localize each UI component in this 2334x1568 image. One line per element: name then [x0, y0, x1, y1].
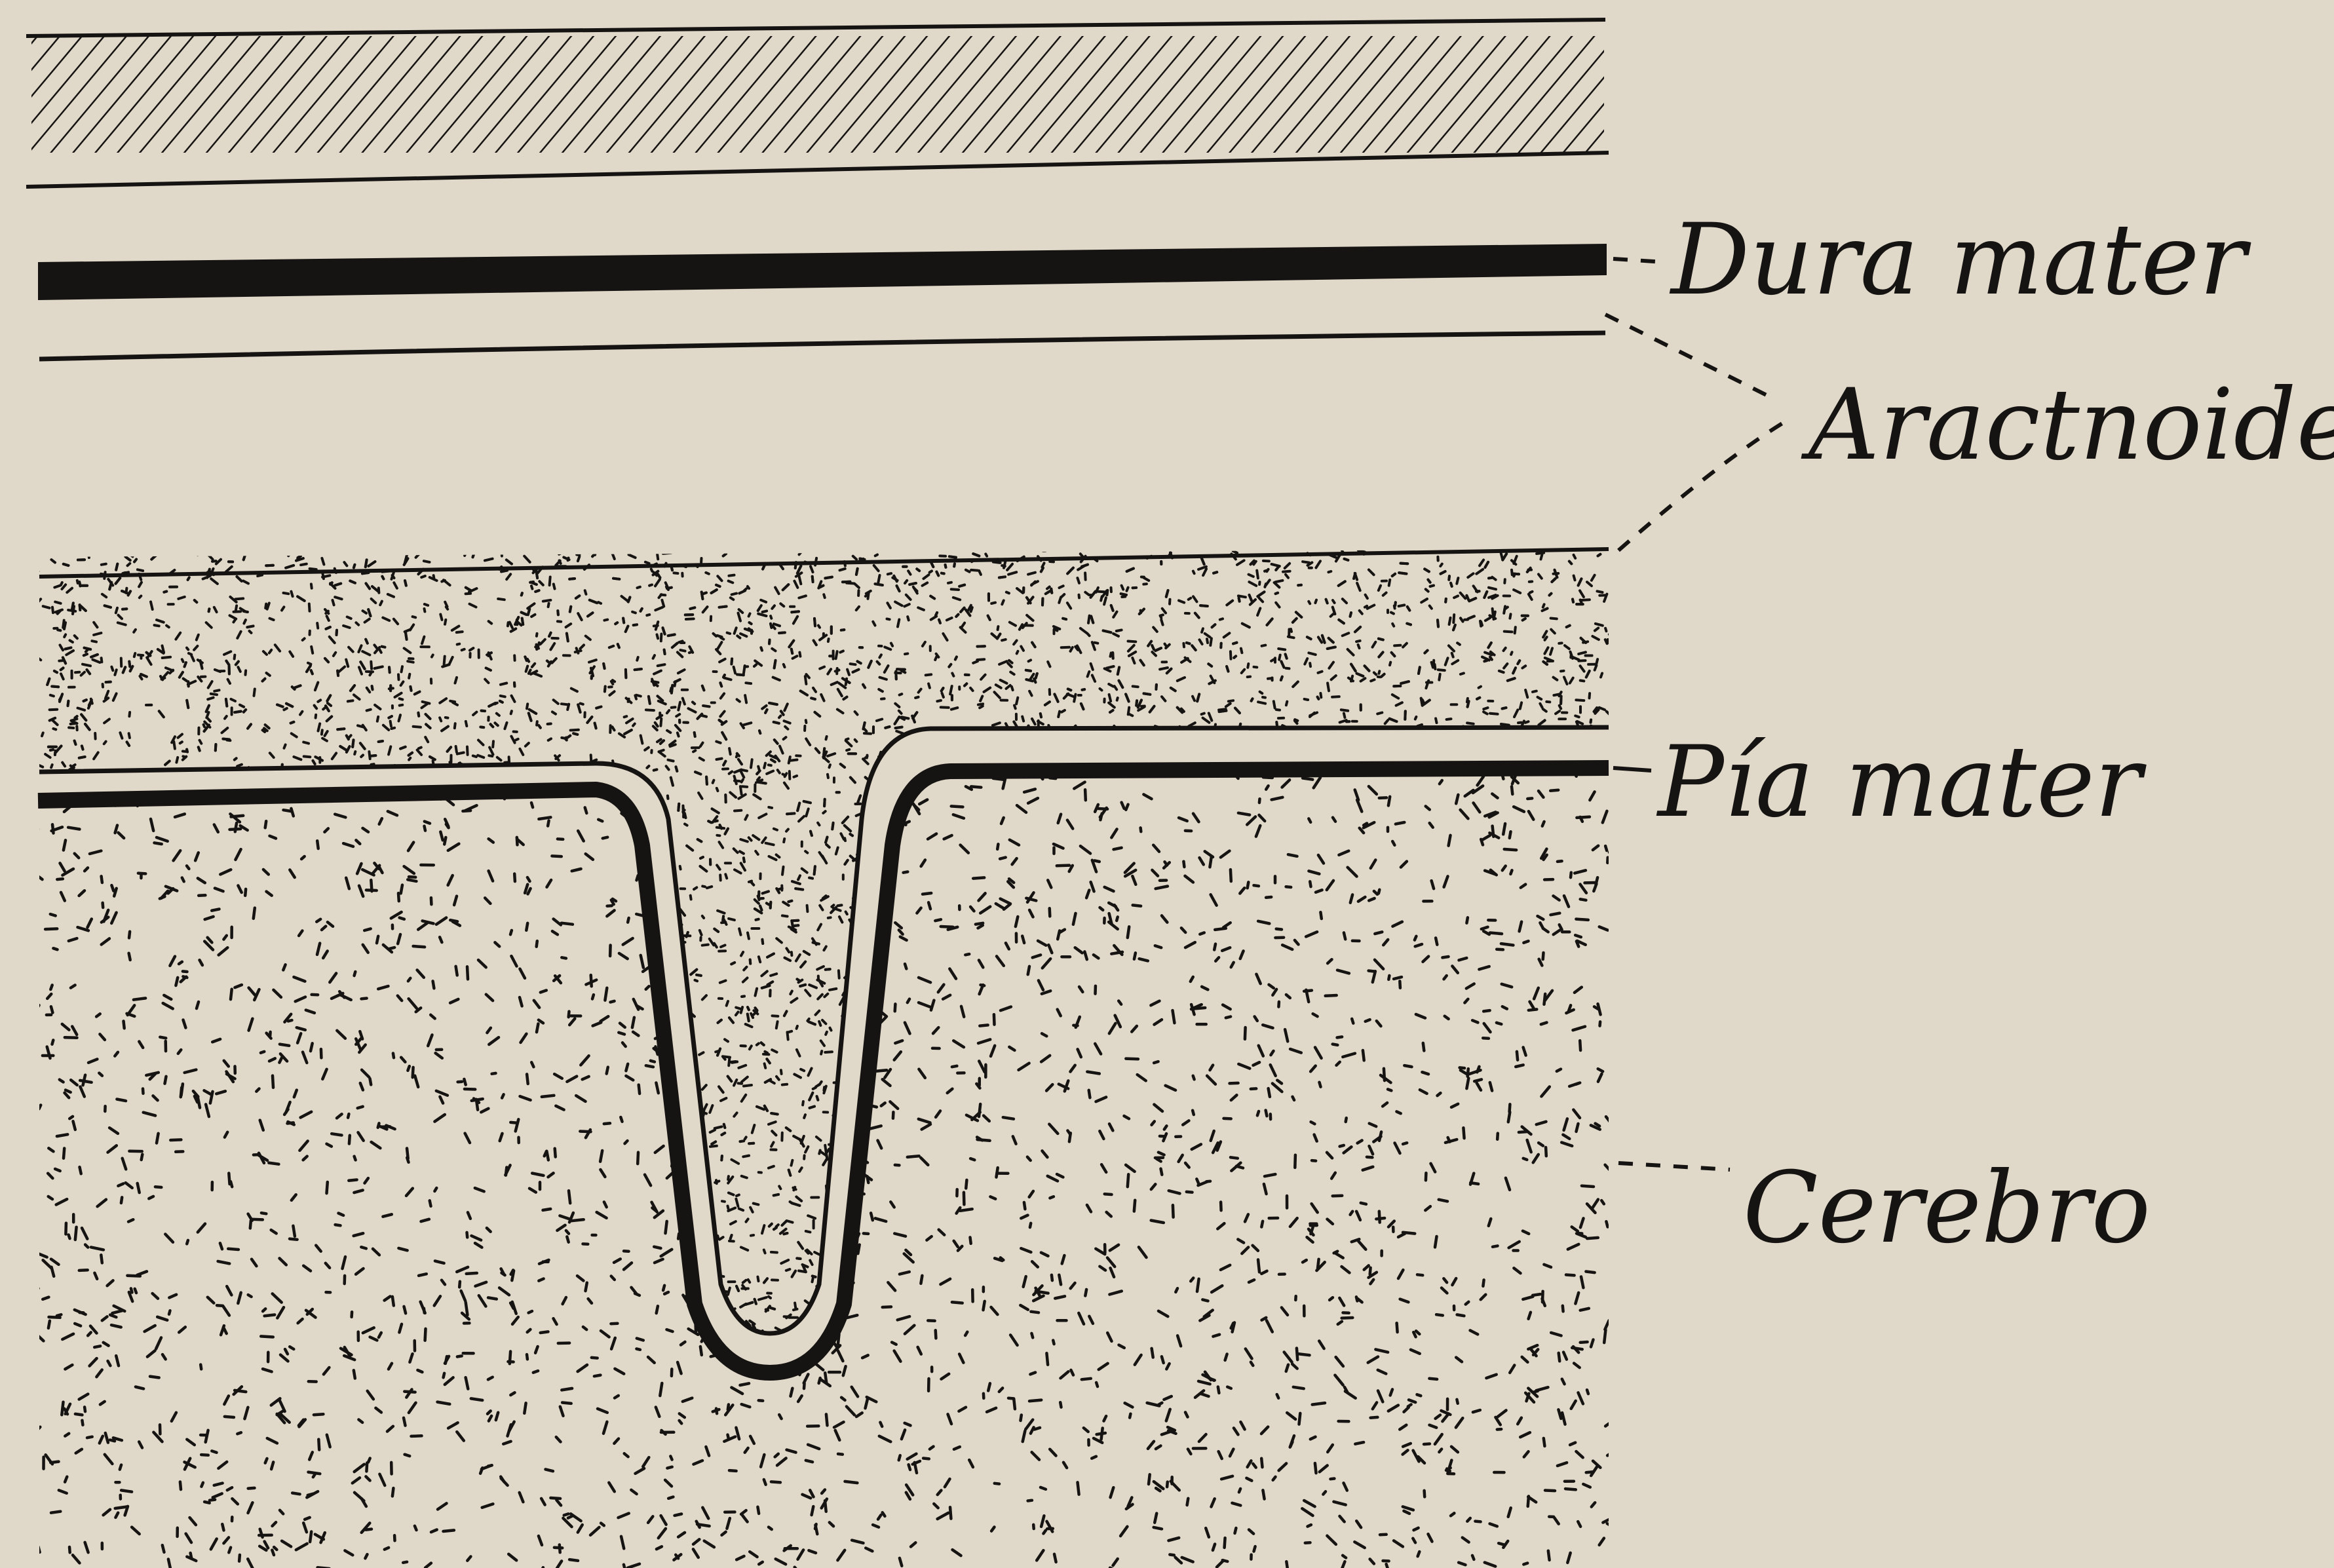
leader-lines	[1605, 259, 1789, 1170]
dura-mater-layer	[38, 244, 1607, 300]
label-dura-mater: Dura mater	[1669, 203, 2251, 317]
label-pia-mater: Pía mater	[1656, 725, 2147, 839]
leader-arachnoid-upper	[1605, 315, 1776, 400]
label-arachnoidea: Aractnoidea	[1801, 368, 2334, 482]
leader-pia	[1613, 768, 1651, 771]
leader-cerebro	[1618, 1163, 1730, 1170]
label-cerebro: Cerebro	[1743, 1151, 2151, 1265]
leader-arachnoid-lower	[1618, 419, 1789, 550]
skull-hatched-layer	[26, 20, 1609, 187]
arachnoid-outer-line	[39, 333, 1605, 359]
leader-dura	[1613, 259, 1664, 262]
